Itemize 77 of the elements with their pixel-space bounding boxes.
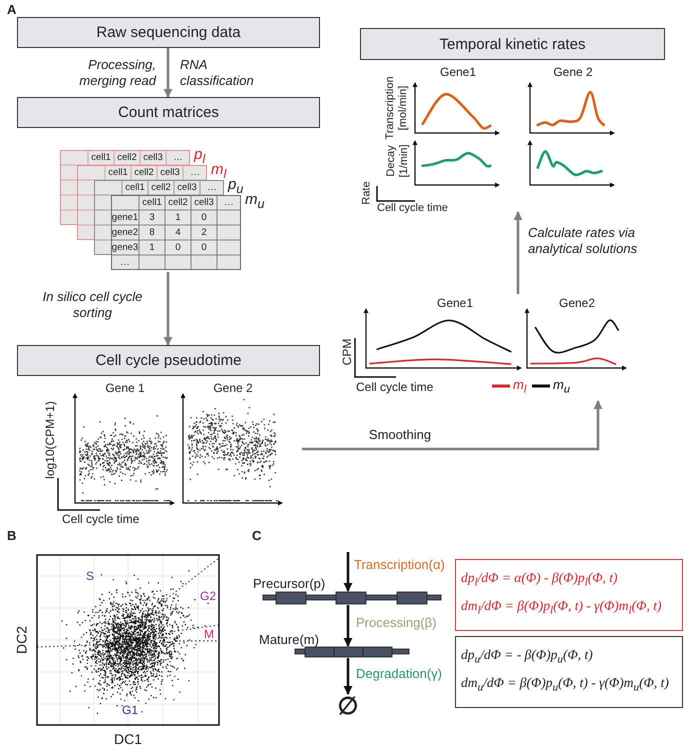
table-value: 2: [201, 227, 207, 238]
row-header: gene1: [112, 212, 138, 224]
column-header: …: [207, 182, 217, 194]
step-box: Cell cycle pseudotime: [17, 345, 320, 376]
legend-label: m$_{u}$: [553, 377, 570, 397]
phase-label: G1: [122, 703, 138, 718]
phase-label: G2: [200, 589, 216, 604]
edge-label: Smoothing: [368, 427, 432, 443]
row-header: gene3: [112, 242, 138, 254]
equation-box: [455, 636, 683, 708]
table-value: 4: [175, 227, 181, 238]
column-header: cell2: [134, 167, 154, 178]
molecule-label: Mature(m): [259, 632, 319, 648]
table-value: 1: [149, 242, 155, 254]
table-value: 0: [201, 242, 207, 254]
column-header: cell2: [168, 197, 188, 208]
column-header: cell3: [143, 152, 163, 164]
plot-title: Gene 2: [553, 65, 593, 80]
equation: dm$_{u}$/dΦ = β(Φ)p$_{u}$(Φ, t) - γ(Φ)m$_{u}$(Φ, t): [461, 675, 669, 696]
arrow: [344, 658, 352, 695]
arrow: [514, 211, 522, 294]
table-value: 8: [149, 227, 155, 238]
column-header: …: [173, 152, 183, 164]
step-box: Temporal kinetic rates: [360, 28, 665, 60]
column-header: cell1: [108, 167, 128, 178]
equation: dp$_{u}$/dΦ = - β(Φ)p$_{u}$(Φ, t): [461, 647, 593, 668]
column-header: cell2: [117, 152, 137, 164]
table-value: 0: [175, 242, 181, 254]
axis-title: DC1: [114, 731, 142, 747]
column-header: …: [190, 167, 200, 178]
plot-title: Gene1: [436, 296, 474, 310]
column-header: cell3: [160, 167, 180, 178]
axis-title: Cell cycle time: [356, 380, 434, 394]
equation-box: [455, 559, 683, 631]
matrix-label: m$_{l}$: [211, 161, 226, 182]
arrow: [344, 605, 352, 647]
edge-label: Degradation(γ): [356, 666, 442, 682]
phase-label: S: [86, 569, 94, 584]
step-box: Count matrices: [17, 97, 320, 128]
arrow: [302, 400, 602, 450]
column-header: cell3: [194, 197, 214, 208]
matrix-label: p$_{u}$: [228, 176, 244, 197]
column-header: …: [224, 197, 234, 208]
plot-title: Gene2: [558, 296, 596, 310]
equation: dp$_{l}$/dΦ = α(Φ) - β(Φ)p$_{l}$(Φ, t): [461, 570, 618, 590]
edge-label: Transcription(α): [354, 557, 445, 573]
table-value: 3: [149, 212, 155, 224]
empty-set-symbol: ∅: [337, 694, 359, 720]
column-header: cell3: [177, 182, 197, 194]
axis-title: Cell cycle time: [377, 202, 448, 216]
edge-label: Processing(β): [356, 615, 436, 631]
matrix-label: m$_{u}$: [245, 191, 264, 212]
axis-title: log10(CPM+1): [42, 401, 58, 479]
plot-title: Gene 2: [213, 381, 253, 396]
column-header: cell2: [151, 182, 171, 194]
axis-title: CPM: [340, 338, 354, 366]
row-header: gene2: [112, 227, 138, 238]
equation: dm$_{l}$/dΦ = β(Φ)p$_{l}$(Φ, t) - γ(Φ)m$_{l}$(Φ, t): [461, 598, 662, 618]
column-header: cell1: [125, 182, 145, 194]
table-value: 0: [201, 212, 207, 224]
legend-label: m$_{l}$: [513, 377, 526, 397]
axis-title: DC2: [14, 626, 30, 654]
axis-title: Rate: [360, 181, 374, 205]
arrow: [164, 272, 172, 346]
plot-title: Gene1: [440, 65, 476, 80]
molecule-label: Precursor(p): [253, 576, 326, 592]
column-header: cell1: [142, 197, 162, 208]
plot-title: Gene 1: [105, 381, 145, 396]
table-value: 1: [175, 212, 181, 224]
row-header: …: [120, 257, 130, 268]
phase-label: M: [204, 627, 214, 642]
axis-title: Cell cycle time: [62, 512, 140, 526]
column-header: cell1: [91, 152, 111, 164]
matrix-label: p$_{l}$: [194, 146, 206, 167]
step-box: Raw sequencing data: [17, 17, 320, 48]
arrow: [164, 48, 172, 98]
arrow: [344, 552, 352, 592]
